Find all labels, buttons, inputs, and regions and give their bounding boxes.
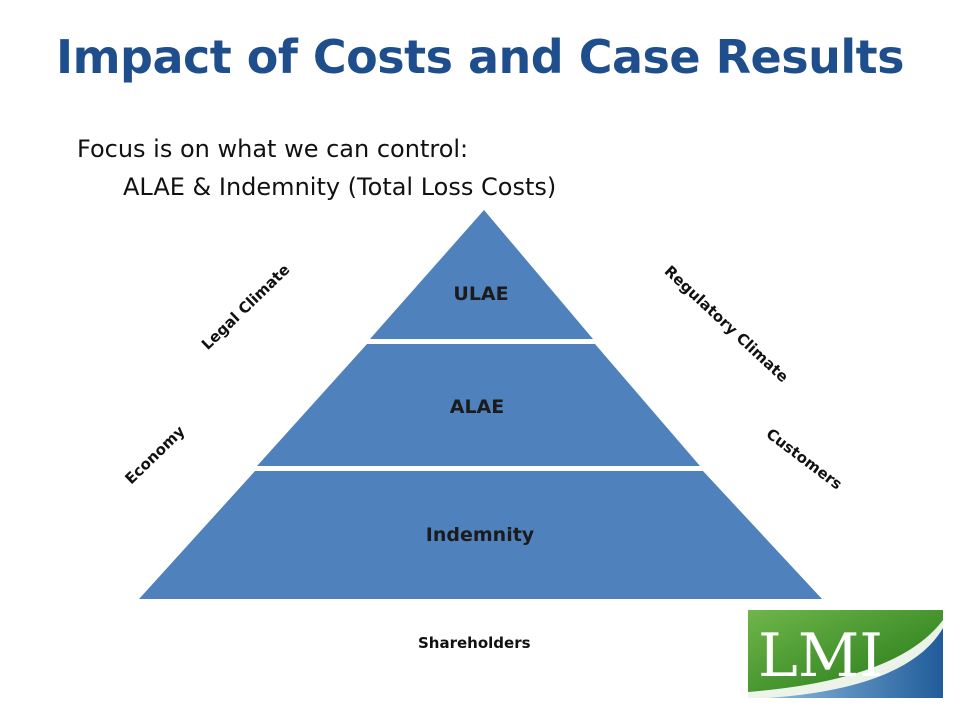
tier-label-ulae: ULAE	[453, 283, 508, 305]
intro-line-2: ALAE & Indemnity (Total Loss Costs)	[123, 173, 557, 201]
tier-label-indemnity: Indemnity	[426, 524, 535, 546]
tier-label-alae: ALAE	[450, 396, 505, 418]
pyramid-tier-alae	[257, 344, 700, 466]
logo-text: LMI	[758, 621, 883, 691]
intro-line-1: Focus is on what we can control:	[77, 135, 469, 163]
lmi-logo: LMI	[748, 610, 943, 698]
pyramid-tier-indemnity	[139, 471, 822, 599]
label-shareholders: Shareholders	[418, 634, 531, 652]
pyramid-tier-ulae	[370, 210, 593, 339]
page-title: Impact of Costs and Case Results	[55, 30, 905, 84]
